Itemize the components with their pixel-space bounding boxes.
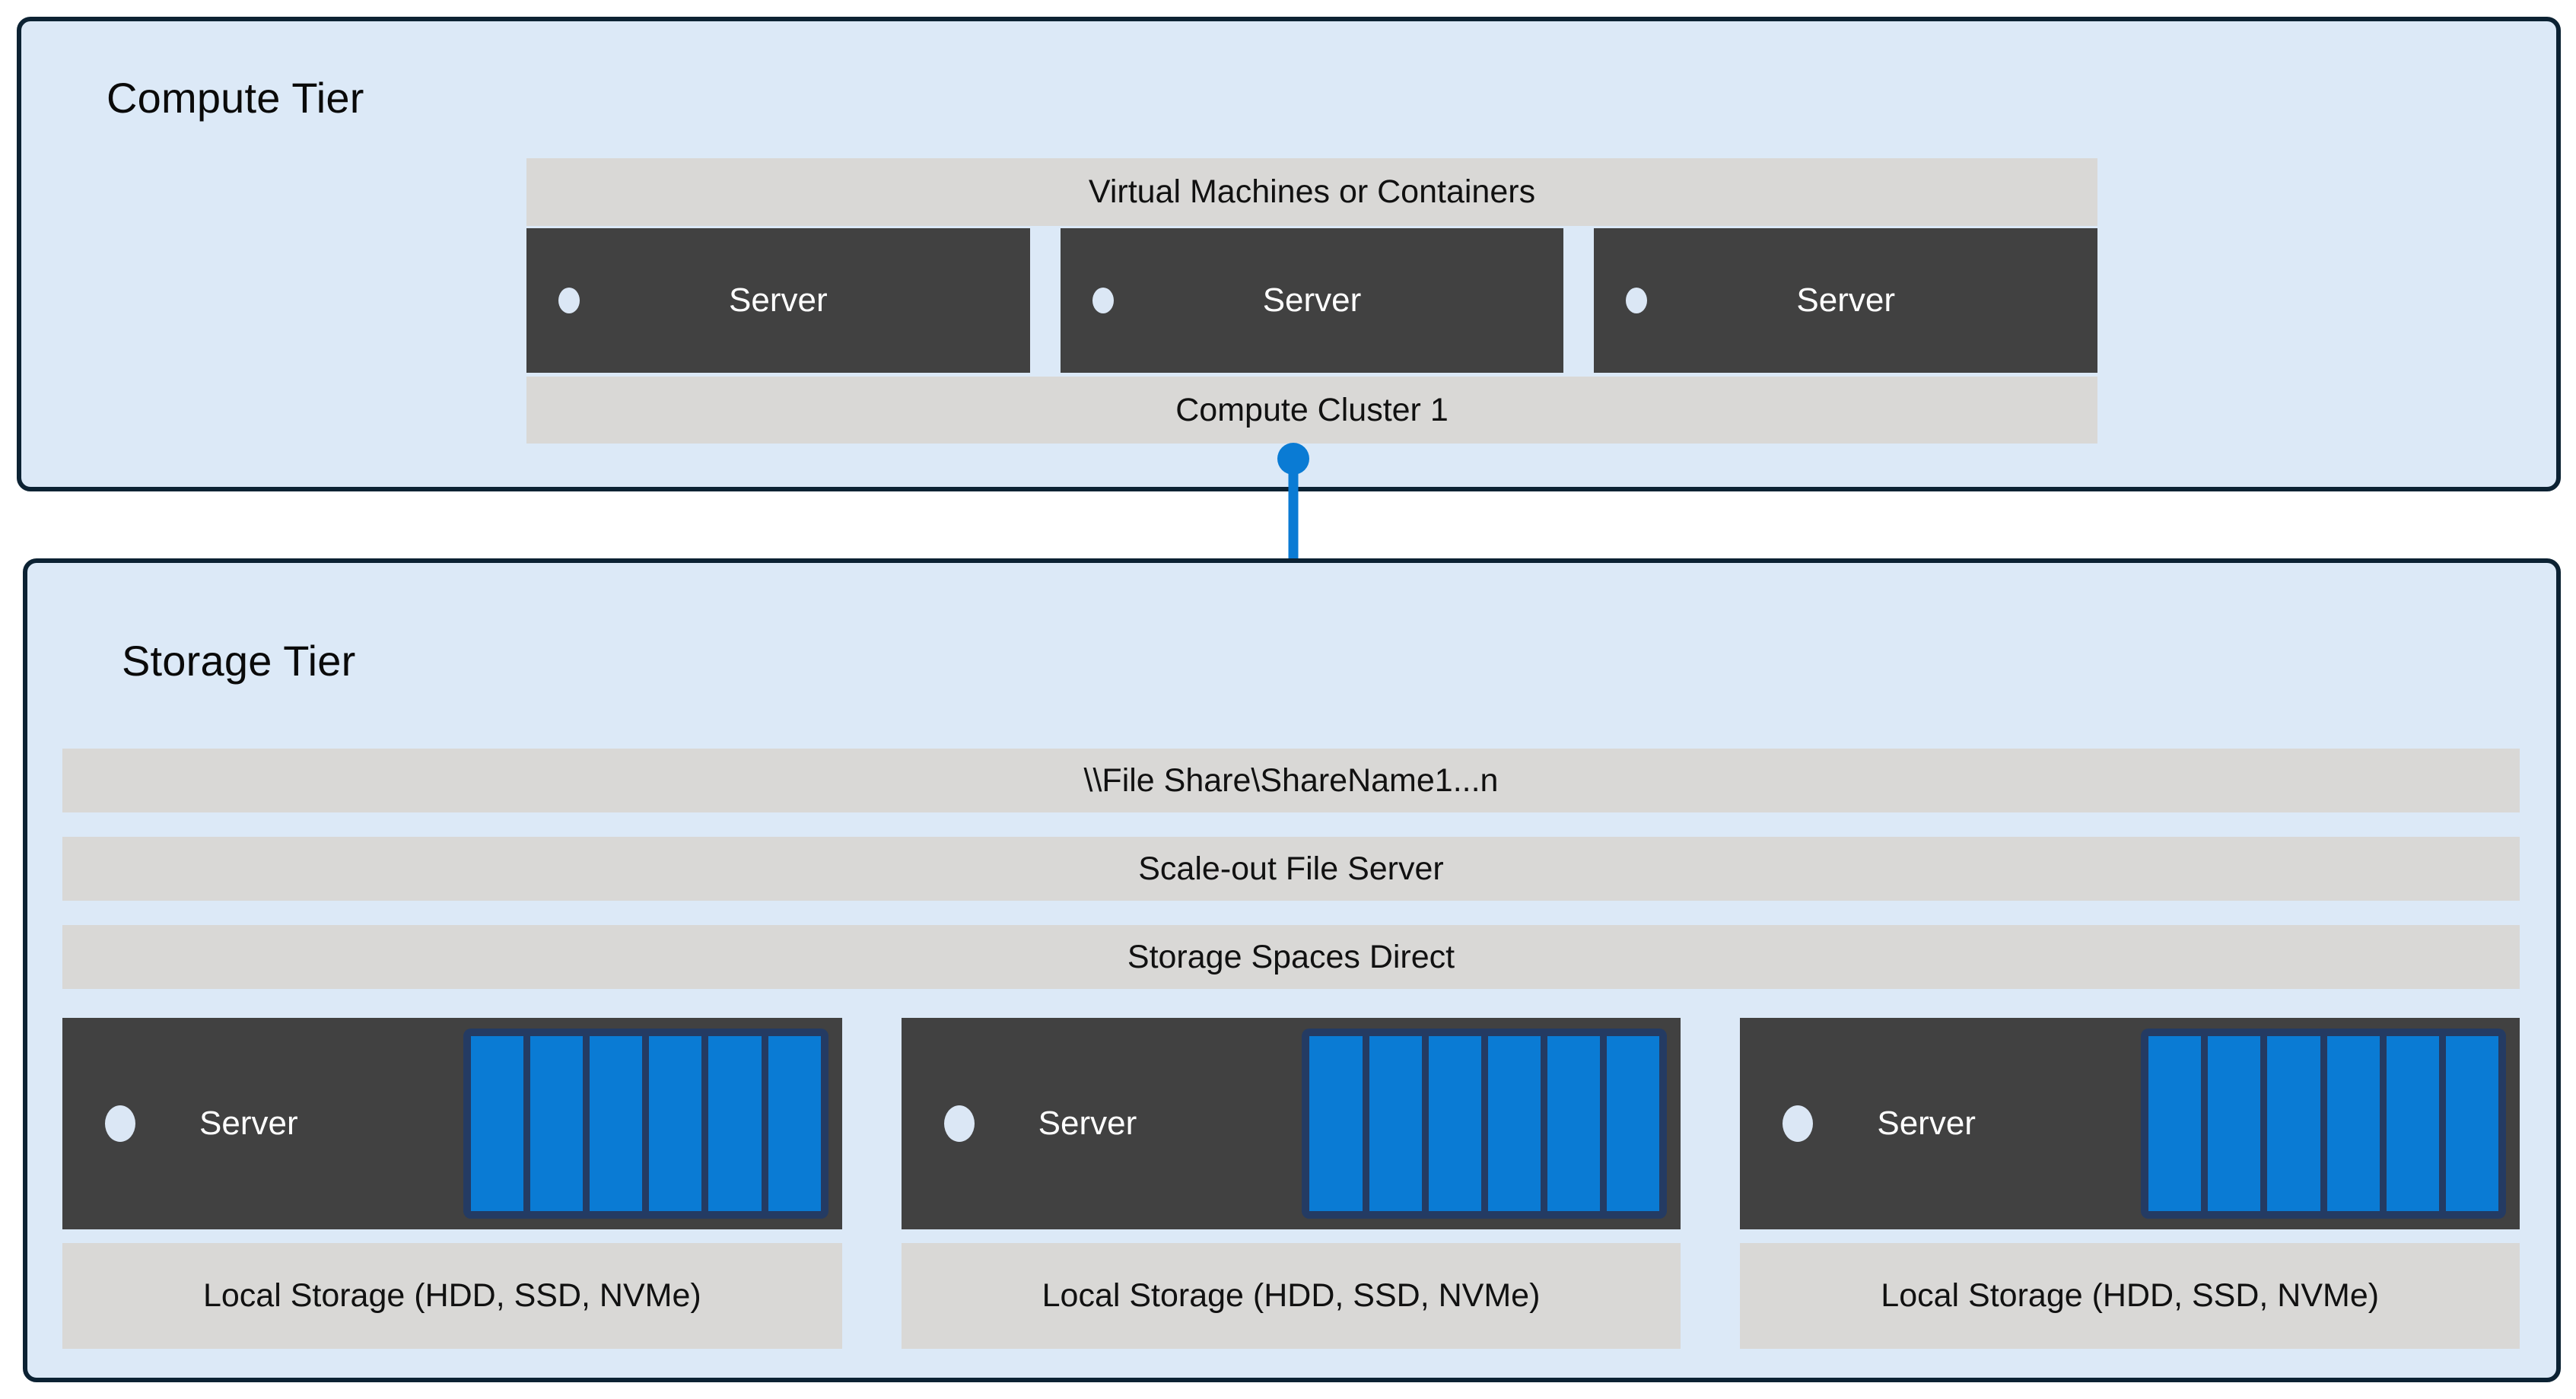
disk-icon xyxy=(649,1036,702,1211)
local-storage-bar: Local Storage (HDD, SSD, NVMe) xyxy=(1740,1243,2520,1349)
disk-icon xyxy=(2267,1036,2320,1211)
disk-icon xyxy=(2148,1036,2202,1211)
storage-node[interactable]: Server Local Storage (HDD, SSD, NVMe) xyxy=(901,1018,1681,1349)
disk-icon xyxy=(2386,1036,2439,1211)
local-storage-bar: Local Storage (HDD, SSD, NVMe) xyxy=(901,1243,1681,1349)
storage-server-label: Server xyxy=(199,1105,298,1142)
disk-icon xyxy=(590,1036,643,1211)
storage-server-box[interactable]: Server xyxy=(901,1018,1681,1229)
scale-out-file-server-bar-label: Scale-out File Server xyxy=(1138,850,1444,887)
compute-server-node[interactable]: Server xyxy=(526,228,1030,373)
virtual-machines-bar: Virtual Machines or Containers xyxy=(526,158,2097,226)
disk-icon xyxy=(1547,1036,1601,1211)
disk-icon xyxy=(708,1036,762,1211)
server-status-dot-icon xyxy=(1783,1105,1814,1142)
storage-tier-container: Storage Tier \\File Share\ShareName1...n… xyxy=(23,558,2561,1382)
server-status-dot-icon xyxy=(558,288,580,313)
disk-icon xyxy=(1607,1036,1660,1211)
compute-cluster-bar: Compute Cluster 1 xyxy=(526,377,2097,444)
storage-spaces-direct-bar-label: Storage Spaces Direct xyxy=(1127,938,1455,975)
disk-icon xyxy=(1487,1036,1541,1211)
storage-spaces-direct-bar: Storage Spaces Direct xyxy=(62,925,2520,989)
local-storage-bar-label: Local Storage (HDD, SSD, NVMe) xyxy=(1042,1277,1541,1314)
storage-server-box[interactable]: Server xyxy=(1740,1018,2520,1229)
compute-server-label: Server xyxy=(729,281,828,319)
storage-node-row: Server Local Storage (HDD, SSD, NVMe) xyxy=(62,1018,2520,1349)
disk-icon xyxy=(1309,1036,1363,1211)
disk-icon xyxy=(2445,1036,2499,1211)
scale-out-file-server-bar: Scale-out File Server xyxy=(62,837,2520,901)
compute-tier-container: Compute Tier Virtual Machines or Contain… xyxy=(17,17,2561,491)
disk-array-icon xyxy=(1302,1029,1668,1219)
server-status-dot-icon xyxy=(943,1105,975,1142)
disk-icon xyxy=(1428,1036,1481,1211)
storage-server-label: Server xyxy=(1038,1105,1137,1142)
compute-cluster-bar-label: Compute Cluster 1 xyxy=(1175,391,1449,428)
disk-array-icon xyxy=(463,1029,828,1219)
server-status-dot-icon xyxy=(1626,288,1648,313)
compute-server-label: Server xyxy=(1796,281,1895,319)
storage-node[interactable]: Server Local Storage (HDD, SSD, NVMe) xyxy=(1740,1018,2520,1349)
disk-icon xyxy=(470,1036,523,1211)
file-share-bar-label: \\File Share\ShareName1...n xyxy=(1083,762,1499,799)
disk-array-icon xyxy=(2141,1029,2507,1219)
local-storage-bar-label: Local Storage (HDD, SSD, NVMe) xyxy=(1881,1277,2380,1314)
local-storage-bar: Local Storage (HDD, SSD, NVMe) xyxy=(62,1243,842,1349)
disk-icon xyxy=(1369,1036,1422,1211)
storage-tier-title: Storage Tier xyxy=(122,637,356,685)
compute-server-label: Server xyxy=(1262,281,1362,319)
storage-server-label: Server xyxy=(1877,1105,1976,1142)
server-status-dot-icon xyxy=(105,1105,135,1142)
storage-server-box[interactable]: Server xyxy=(62,1018,842,1229)
virtual-machines-bar-label: Virtual Machines or Containers xyxy=(1088,173,1536,210)
compute-tier-title: Compute Tier xyxy=(107,74,364,122)
file-share-bar: \\File Share\ShareName1...n xyxy=(62,749,2520,812)
disk-icon xyxy=(768,1036,821,1211)
compute-server-node[interactable]: Server xyxy=(1594,228,2098,373)
compute-server-node[interactable]: Server xyxy=(1060,228,1564,373)
storage-node[interactable]: Server Local Storage (HDD, SSD, NVMe) xyxy=(62,1018,842,1349)
local-storage-bar-label: Local Storage (HDD, SSD, NVMe) xyxy=(202,1277,701,1314)
disk-icon xyxy=(530,1036,584,1211)
disk-icon xyxy=(2208,1036,2261,1211)
disk-icon xyxy=(2326,1036,2380,1211)
compute-server-row: Server Server Server xyxy=(526,228,2098,373)
server-status-dot-icon xyxy=(1092,288,1114,313)
